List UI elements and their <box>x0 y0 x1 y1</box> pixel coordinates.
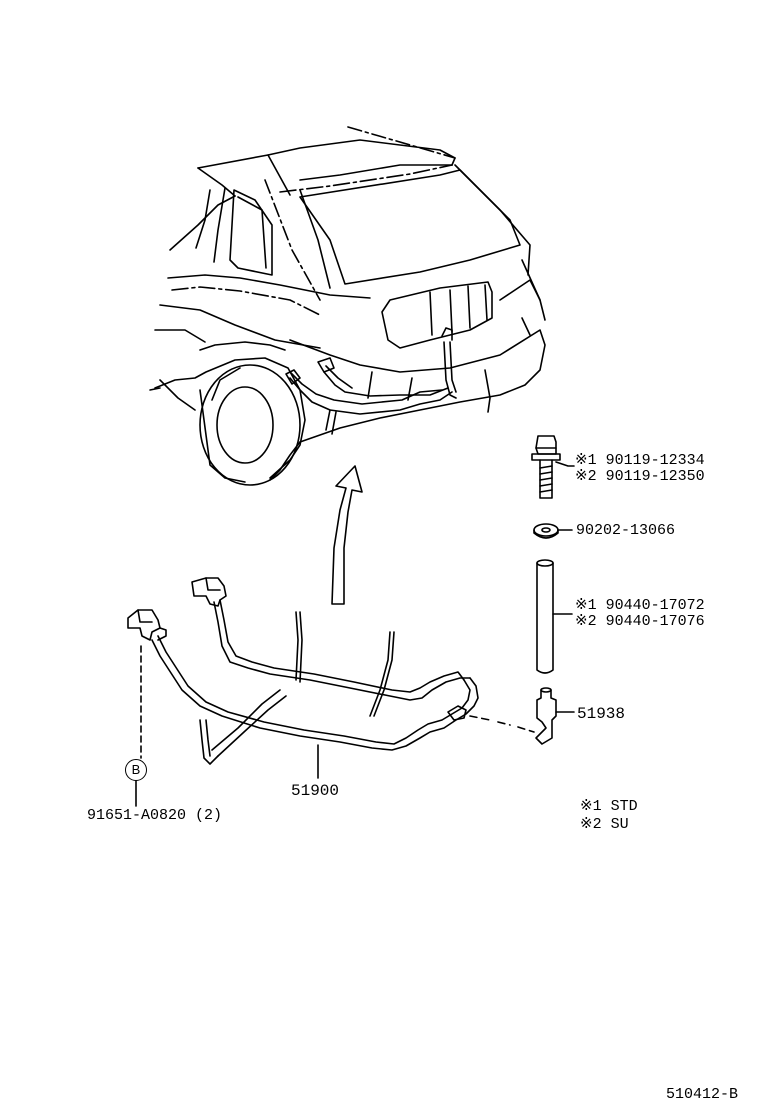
bracket-illustration <box>469 687 575 745</box>
part-label-bolt-std: ※1 90119-12334 <box>575 452 705 469</box>
clip-reference-circle: B <box>125 759 147 781</box>
part-label-bolt-su: ※2 90119-12350 <box>575 468 705 485</box>
part-label-frame: 51900 <box>291 782 340 800</box>
part-label-rod-std: ※1 90440-17072 <box>575 597 705 614</box>
diagram-id: 510412-B <box>666 1086 739 1103</box>
part-label-rod-su: ※2 90440-17076 <box>575 613 705 630</box>
rod-illustration <box>536 559 573 674</box>
legend-std: ※1 STD <box>580 798 638 815</box>
part-label-clip: 91651-A0820 (2) <box>87 807 223 824</box>
washer-illustration <box>533 523 573 539</box>
part-label-washer: 90202-13066 <box>576 522 676 539</box>
legend-su: ※2 SU <box>580 816 629 833</box>
part-label-bracket: 51938 <box>577 705 626 723</box>
frame-illustration <box>127 577 479 779</box>
bolt-illustration <box>531 435 575 499</box>
car-rear-illustration <box>149 126 546 605</box>
